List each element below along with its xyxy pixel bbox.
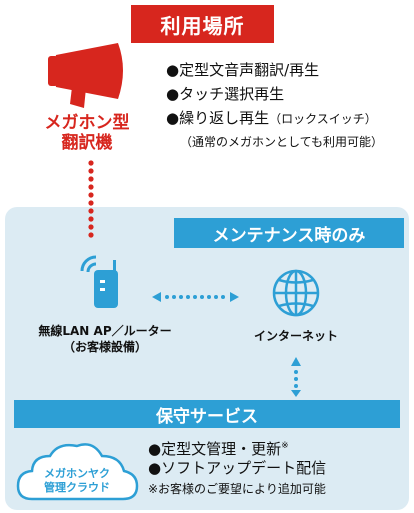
feature-item: ●タッチ選択再生 <box>166 85 285 103</box>
feature-suffix: （ロックスイッチ） <box>269 112 377 126</box>
service-list: ●定型文管理・更新※ ●ソフトアップデート配信 ※お客様のご要望により追加可能 <box>148 437 408 500</box>
megaphone-icon <box>48 43 123 108</box>
cloud-icon <box>16 443 139 501</box>
feature-list: ●定型文音声翻訳/再生 ●タッチ選択再生 ●繰り返し再生（ロックスイッチ） （通… <box>166 60 411 151</box>
cloud-label-line1: メガホンヤク <box>44 467 110 480</box>
router-label-line1: 無線LAN AP／ルーター <box>38 324 172 338</box>
service-item: ●ソフトアップデート配信 <box>148 459 327 477</box>
cloud-label-line2: 管理クラウド <box>44 481 110 494</box>
translator-device-label: メガホン型 翻訳機 <box>12 113 162 153</box>
service-item-text: ●定型文管理・更新 <box>148 440 282 458</box>
service-item-mark: ※ <box>281 441 289 451</box>
router-label-line2: （お客様設備） <box>62 340 147 354</box>
service-note: ※お客様のご要望により追加可能 <box>148 482 326 496</box>
feature-item: ●定型文音声翻訳/再生 <box>166 61 320 79</box>
maintenance-header: メンテナンス時のみ <box>174 218 404 248</box>
internet-label: インターネット <box>253 329 338 343</box>
device-label-line2: 翻訳機 <box>61 133 113 153</box>
feature-note: （通常のメガホンとしても利用可能） <box>180 135 384 149</box>
router-internet-link <box>152 292 239 302</box>
router-icon <box>80 255 118 308</box>
globe-icon <box>272 269 320 317</box>
internet-service-link <box>291 357 301 397</box>
feature-item-text: ●繰り返し再生 <box>166 109 270 127</box>
feature-item: ●繰り返し再生（ロックスイッチ） <box>166 108 411 130</box>
cloud-label: メガホンヤク 管理クラウド <box>30 467 124 495</box>
service-header: 保守サービス <box>14 400 400 428</box>
router-label: 無線LAN AP／ルーター （お客様設備） <box>17 323 193 355</box>
usage-header: 利用場所 <box>131 5 274 43</box>
device-label-line1: メガホン型 <box>44 113 130 133</box>
service-item: ●定型文管理・更新※ <box>148 437 408 459</box>
megaphone-connector-dots-lower <box>88 208 94 238</box>
